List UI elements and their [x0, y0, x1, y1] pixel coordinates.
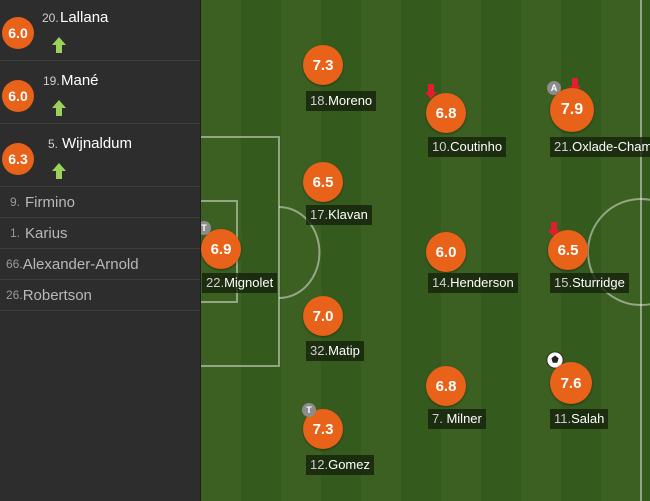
- player-label: 10.Coutinho: [428, 137, 507, 157]
- player-rating: 6.0: [2, 17, 34, 49]
- pitch: 6.9 T 22.Mignolet 7.3 18.Moreno 6.5 17.K…: [201, 0, 650, 501]
- sub-on-arrow-icon: [52, 100, 66, 116]
- captain-badge-icon: T: [302, 403, 316, 417]
- player-rating: 6.9: [201, 229, 241, 269]
- player-name: Wijnaldum: [62, 135, 133, 152]
- player-rating: 6.8: [426, 366, 466, 406]
- sub-row-mane[interactable]: 6.0 19. Mané: [0, 63, 200, 124]
- sub-on-arrow-icon: [52, 37, 66, 53]
- shirt-number: 1.: [10, 226, 21, 240]
- player-rating: 7.6: [550, 362, 592, 404]
- player-label: 14.Henderson: [428, 273, 518, 293]
- shirt-number: 19.: [43, 74, 60, 88]
- captain-badge-icon: T: [201, 221, 211, 235]
- player-rating: 7.3: [303, 45, 343, 85]
- player-name: Mané: [61, 72, 99, 89]
- assist-badge-icon: A: [547, 81, 561, 95]
- player-name: Robertson: [22, 286, 92, 304]
- player-rating: 6.3: [2, 143, 34, 175]
- shirt-number: 20.: [42, 11, 59, 25]
- player-rating: 6.5: [548, 230, 588, 270]
- sub-on-arrow-icon: [52, 163, 66, 179]
- player-label: 18.Moreno: [306, 91, 377, 111]
- player-label: 17.Klavan: [306, 205, 372, 225]
- shirt-number: 26.: [6, 288, 23, 302]
- player-rating: 6.0: [426, 232, 466, 272]
- shirt-number: 66.: [6, 257, 23, 271]
- player-rating: 6.5: [303, 162, 343, 202]
- player-label: 21.Oxlade-Chamberlain: [550, 137, 650, 157]
- substitutes-panel: 6.0 20. Lallana 6.0 19. Mané 6.3 5. Wijn…: [0, 0, 201, 501]
- bench-row-karius[interactable]: 1. Karius: [0, 218, 200, 249]
- shirt-number: 5.: [48, 137, 59, 151]
- sub-off-arrow-icon: [425, 84, 437, 99]
- player-label: 7. Milner: [428, 409, 486, 429]
- player-rating: 7.9: [550, 88, 594, 132]
- player-label: 15.Sturridge: [550, 273, 629, 293]
- sub-row-wijnaldum[interactable]: 6.3 5. Wijnaldum: [0, 126, 200, 187]
- player-name: Lallana: [60, 9, 109, 26]
- sub-row-lallana[interactable]: 6.0 20. Lallana: [0, 0, 200, 61]
- goal-ball-icon: [546, 351, 564, 369]
- player-rating: 6.8: [426, 93, 466, 133]
- player-name: Karius: [25, 224, 68, 242]
- player-label: 11.Salah: [550, 409, 609, 429]
- player-label: 32.Matip: [306, 341, 364, 361]
- player-name: Alexander-Arnold: [22, 255, 139, 273]
- player-rating: 7.0: [303, 296, 343, 336]
- bench-row-alexander-arnold[interactable]: 66. Alexander-Arnold: [0, 249, 200, 280]
- bench-row-firmino[interactable]: 9. Firmino: [0, 187, 200, 218]
- bench-row-robertson[interactable]: 26. Robertson: [0, 280, 200, 311]
- player-label: 22.Mignolet: [202, 273, 278, 293]
- player-rating: 6.0: [2, 80, 34, 112]
- player-name: Firmino: [25, 193, 76, 211]
- shirt-number: 9.: [10, 195, 21, 209]
- player-label: 12.Gomez: [306, 455, 374, 475]
